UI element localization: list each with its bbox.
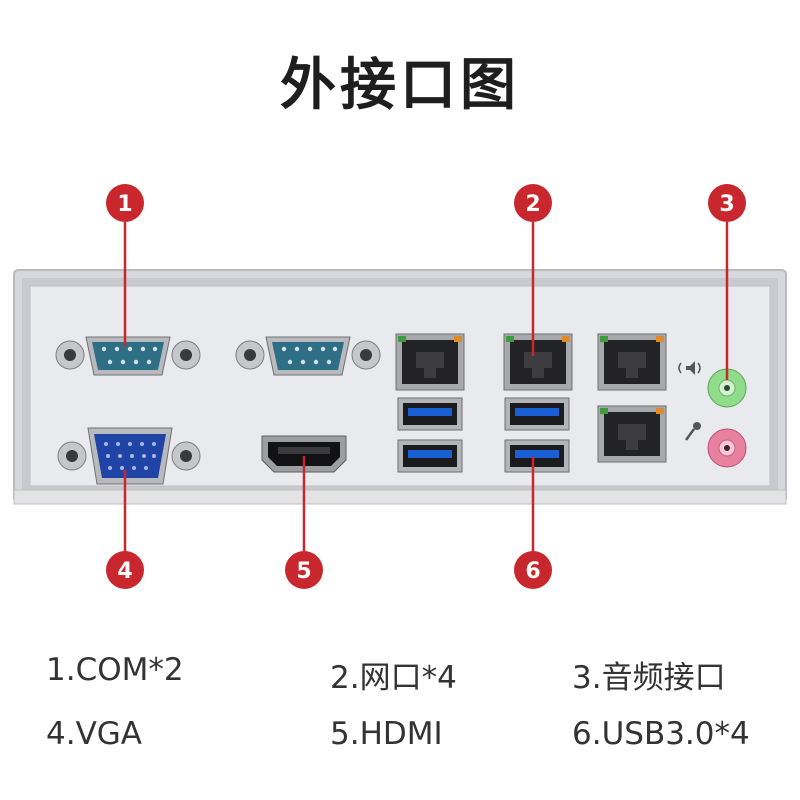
- rj45-port-4: [597, 405, 667, 463]
- audio-line-out-jack: [707, 368, 747, 408]
- rj45-port-1: [395, 333, 465, 391]
- speaker-icon: [678, 361, 701, 375]
- legend-item-com: 1.COM*2: [46, 652, 184, 688]
- legend-item-lan: 2.网口*4: [330, 660, 457, 696]
- callout-marker-6: 6: [514, 551, 552, 589]
- svg-text:2: 2: [525, 192, 540, 217]
- svg-text:1: 1: [117, 192, 132, 217]
- usb3-port-4: [504, 439, 570, 473]
- vga-port: [57, 427, 201, 485]
- svg-text:6: 6: [525, 559, 540, 584]
- usb3-port-3: [504, 397, 570, 431]
- svg-text:4: 4: [117, 559, 132, 584]
- rj45-port-2: [503, 333, 573, 391]
- page-title: 外接口图: [280, 53, 520, 118]
- usb3-port-1: [397, 397, 463, 431]
- usb3-port-2: [397, 439, 463, 473]
- microphone-icon: [684, 422, 701, 441]
- rj45-port-3: [597, 333, 667, 391]
- legend-item-audio: 3.音频接口: [572, 660, 726, 696]
- legend-item-hdmi: 5.HDMI: [330, 716, 443, 752]
- callout-leader-lines: [123, 222, 729, 552]
- com-port-1: [55, 336, 201, 376]
- svg-text:3: 3: [719, 192, 734, 217]
- callout-marker-2: 2: [514, 184, 552, 222]
- hdmi-port: [261, 435, 347, 473]
- svg-text:5: 5: [296, 559, 311, 584]
- callout-marker-3: 3: [708, 184, 746, 222]
- callout-marker-5: 5: [285, 551, 323, 589]
- audio-mic-jack: [707, 428, 747, 468]
- callout-marker-1: 1: [106, 184, 144, 222]
- port-legend: 1.COM*2 2.网口*4 3.音频接口 4.VGA 5.HDMI 6.USB…: [0, 640, 800, 770]
- legend-item-vga: 4.VGA: [46, 716, 143, 752]
- callout-marker-4: 4: [106, 551, 144, 589]
- legend-item-usb: 6.USB3.0*4: [572, 716, 750, 752]
- com-port-2: [235, 336, 381, 376]
